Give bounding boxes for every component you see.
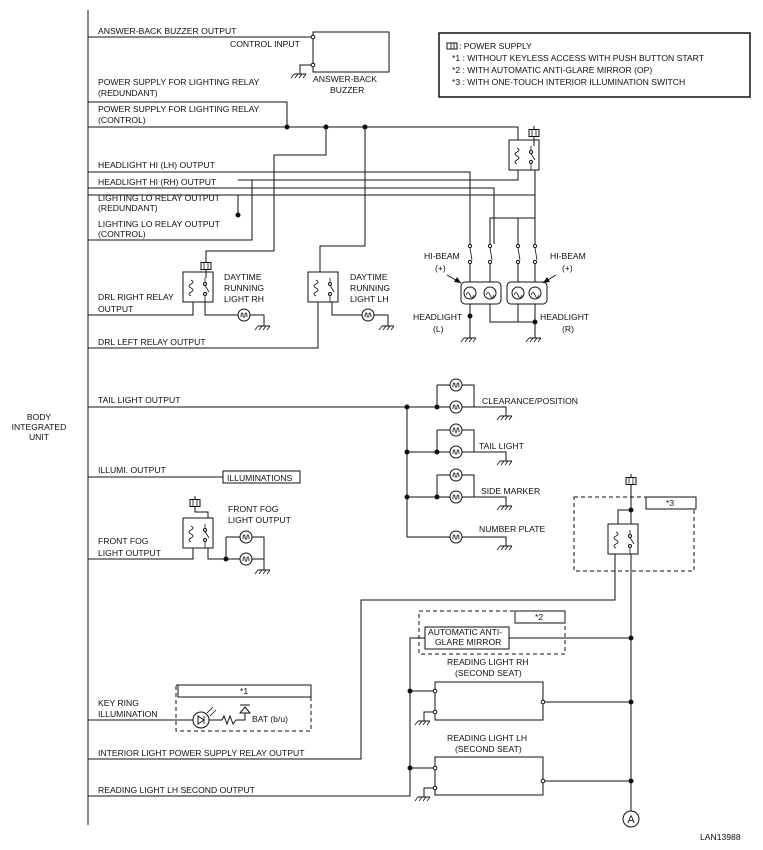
illuminations-box-label: ILLUMINATIONS	[227, 473, 293, 483]
svg-text:(SECOND SEAT): (SECOND SEAT)	[455, 668, 522, 678]
connector-a-label: A	[627, 814, 635, 826]
reading-light-lh-circuit: READING LIGHT LH (SECOND SEAT) READING L…	[98, 733, 631, 802]
svg-text:LIGHT OUTPUT: LIGHT OUTPUT	[98, 548, 162, 558]
illumination-circuit: ILLUMI. OUTPUT ILLUMINATIONS	[88, 465, 301, 484]
svg-text:(CONTROL): (CONTROL)	[98, 115, 146, 125]
anti-glare-mirror-circuit: *2 AUTOMATIC ANTI- GLARE MIRROR	[88, 610, 631, 797]
key-ring-circuit: *1 KEY RING ILLUMINATION BAT (b/u)	[88, 684, 312, 732]
svg-text:GLARE MIRROR: GLARE MIRROR	[435, 637, 501, 647]
lighting-relay-power-circuit: POWER SUPPLY FOR LIGHTING RELAY (REDUNDA…	[88, 77, 540, 262]
svg-text:LIGHT RH: LIGHT RH	[224, 294, 264, 304]
svg-text:LIGHT OUTPUT: LIGHT OUTPUT	[228, 515, 292, 525]
svg-text:(REDUNDANT): (REDUNDANT)	[98, 88, 158, 98]
legend-box: : POWER SUPPLY *1 : WITHOUT KEYLESS ACCE…	[438, 32, 751, 98]
svg-text:(SECOND SEAT): (SECOND SEAT)	[455, 744, 522, 754]
svg-text:LIGHT LH: LIGHT LH	[350, 294, 389, 304]
svg-text:KEY RING: KEY RING	[98, 698, 139, 708]
svg-text:(+): (+)	[562, 263, 573, 273]
legend-power: : POWER SUPPLY	[459, 41, 532, 51]
svg-text:OUTPUT: OUTPUT	[98, 304, 134, 314]
connector-a-symbol	[622, 810, 640, 828]
svg-text:HEADLIGHT HI (RH) OUTPUT: HEADLIGHT HI (RH) OUTPUT	[98, 177, 217, 187]
svg-text:CONTROL INPUT: CONTROL INPUT	[230, 39, 301, 49]
svg-text:POWER SUPPLY FOR LIGHTING RELA: POWER SUPPLY FOR LIGHTING RELAY	[98, 104, 260, 114]
svg-text:DAYTIME: DAYTIME	[350, 272, 388, 282]
svg-text:POWER SUPPLY FOR LIGHTING RELA: POWER SUPPLY FOR LIGHTING RELAY	[98, 77, 260, 87]
note-2-dashed-area	[418, 610, 566, 655]
svg-text:ILLUMINATION: ILLUMINATION	[98, 709, 158, 719]
svg-text:CLEARANCE/POSITION: CLEARANCE/POSITION	[482, 396, 578, 406]
svg-text:*3: *3	[666, 498, 674, 508]
legend-note-2: *2 : WITH AUTOMATIC ANTI-GLARE MIRROR (O…	[452, 65, 652, 75]
svg-text:RUNNING: RUNNING	[350, 283, 390, 293]
svg-text:LIGHTING LO RELAY OUTPUT: LIGHTING LO RELAY OUTPUT	[98, 193, 221, 203]
svg-text:HEADLIGHT HI (LH) OUTPUT: HEADLIGHT HI (LH) OUTPUT	[98, 160, 216, 170]
svg-text:(CONTROL): (CONTROL)	[98, 229, 146, 239]
svg-text:BAT (b/u): BAT (b/u)	[252, 714, 288, 724]
svg-text:READING LIGHT LH: READING LIGHT LH	[447, 733, 527, 743]
svg-text:RUNNING: RUNNING	[224, 283, 264, 293]
drl-right-circuit: DRL RIGHT RELAY OUTPUT DAYTIME RUNNING L…	[88, 258, 271, 331]
svg-text:ANSWER-BACK: ANSWER-BACK	[313, 74, 377, 84]
svg-text:(REDUNDANT): (REDUNDANT)	[98, 203, 158, 213]
tail-light-circuit: TAIL LIGHT OUTPUT CLEARANCE/POSITION TAI…	[88, 378, 578, 551]
svg-text:NUMBER PLATE: NUMBER PLATE	[479, 524, 545, 534]
svg-text:UNIT: UNIT	[29, 432, 50, 442]
headlight-circuit: HEADLIGHT HI (LH) OUTPUT HEADLIGHT HI (R…	[88, 160, 590, 343]
svg-text:DRL LEFT RELAY OUTPUT: DRL LEFT RELAY OUTPUT	[98, 337, 206, 347]
svg-text:TAIL LIGHT OUTPUT: TAIL LIGHT OUTPUT	[98, 395, 181, 405]
svg-text:BUZZER: BUZZER	[330, 85, 364, 95]
figure-id: LAN13988	[700, 832, 741, 842]
legend-note-3: *3 : WITH ONE-TOUCH INTERIOR ILLUMINATIO…	[452, 77, 685, 87]
svg-text:HEADLIGHT: HEADLIGHT	[540, 312, 590, 322]
legend-note-1: *1 : WITHOUT KEYLESS ACCESS WITH PUSH BU…	[452, 53, 705, 63]
svg-text:READING LIGHT LH SECOND OUTPUT: READING LIGHT LH SECOND OUTPUT	[98, 785, 256, 795]
svg-text:FRONT FOG: FRONT FOG	[228, 504, 279, 514]
svg-text:HI-BEAM: HI-BEAM	[424, 251, 460, 261]
svg-text:AUTOMATIC ANTI-: AUTOMATIC ANTI-	[428, 627, 502, 637]
svg-text:INTERIOR LIGHT POWER SUPPLY RE: INTERIOR LIGHT POWER SUPPLY RELAY OUTPUT	[98, 748, 305, 758]
front-fog-circuit: FRONT FOG LIGHT OUTPUT FRONT FOG LIGHT O…	[88, 495, 292, 575]
svg-text:INTEGRATED: INTEGRATED	[12, 422, 67, 432]
svg-text:ANSWER-BACK BUZZER OUTPUT: ANSWER-BACK BUZZER OUTPUT	[98, 26, 237, 36]
svg-text:TAIL LIGHT: TAIL LIGHT	[479, 441, 525, 451]
body-integrated-unit-label: BODY INTEGRATED UNIT	[12, 412, 67, 442]
svg-text:DRL RIGHT RELAY: DRL RIGHT RELAY	[98, 292, 174, 302]
svg-text:ILLUMI. OUTPUT: ILLUMI. OUTPUT	[98, 465, 167, 475]
svg-text:HEADLIGHT: HEADLIGHT	[413, 312, 463, 322]
svg-text:DAYTIME: DAYTIME	[224, 272, 262, 282]
reading-light-rh-circuit: READING LIGHT RH (SECOND SEAT)	[410, 657, 631, 726]
svg-text:FRONT FOG: FRONT FOG	[98, 536, 149, 546]
svg-text:LIGHTING LO RELAY OUTPUT: LIGHTING LO RELAY OUTPUT	[98, 219, 221, 229]
note-1-dashed-area	[175, 684, 312, 732]
svg-text:(R): (R)	[562, 324, 574, 334]
note-3-dashed-area	[573, 496, 695, 572]
interior-relay-circuit: *3 A INTERIOR LIGHT POWER SUPPLY RELAY O…	[88, 473, 697, 828]
svg-text:*2: *2	[535, 612, 543, 622]
svg-text:READING LIGHT RH: READING LIGHT RH	[447, 657, 529, 667]
svg-text:BODY: BODY	[27, 412, 52, 422]
answer-back-buzzer-circuit: ANSWER-BACK BUZZER OUTPUT CONTROL INPUT …	[88, 26, 390, 95]
svg-text:SIDE MARKER: SIDE MARKER	[481, 486, 540, 496]
svg-text:*1: *1	[240, 686, 248, 696]
svg-text:(+): (+)	[435, 263, 446, 273]
svg-text:(L): (L)	[433, 324, 444, 334]
drl-left-circuit: DRL LEFT RELAY OUTPUT DAYTIME RUNNING LI…	[88, 262, 395, 349]
svg-text:HI-BEAM: HI-BEAM	[550, 251, 586, 261]
